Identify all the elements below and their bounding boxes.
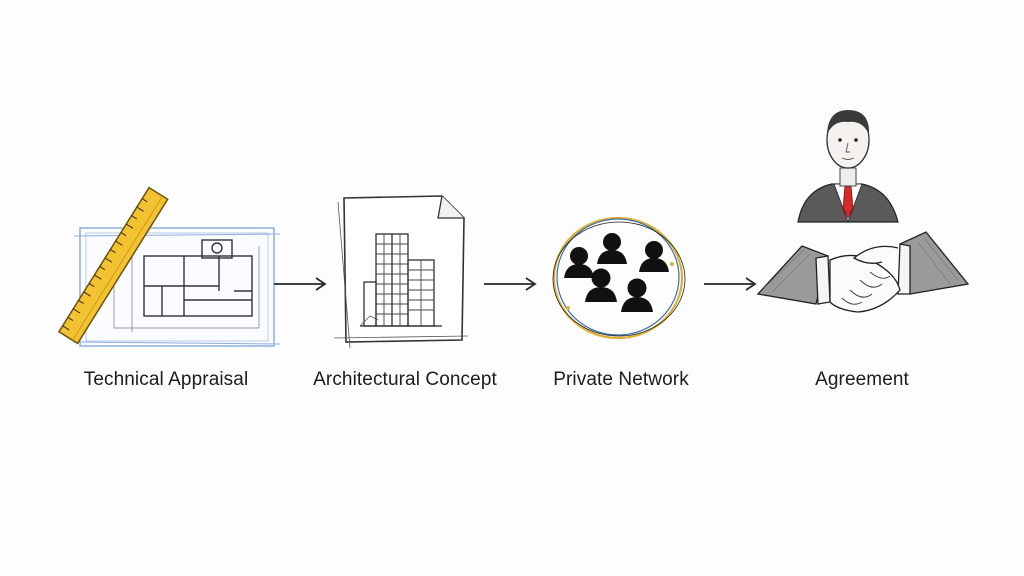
step-label-architectural-concept: Architectural Concept [313, 369, 497, 390]
step-private-network [548, 212, 688, 342]
arrow-right-icon [484, 277, 537, 291]
businessman-icon [797, 110, 899, 224]
step-label-technical-appraisal: Technical Appraisal [83, 369, 249, 390]
step-agreement [756, 98, 970, 338]
arrow-right-icon [704, 277, 757, 291]
step-label-private-network: Private Network [553, 369, 689, 390]
blueprint-ruler-icon [57, 186, 281, 347]
step-technical-appraisal [44, 186, 284, 356]
arrow-right-icon [274, 277, 327, 291]
handshake-icon [756, 110, 970, 313]
step-architectural-concept [330, 188, 470, 349]
people-network-icon [552, 216, 686, 340]
step-label-agreement: Agreement [815, 369, 909, 390]
building-sketch-icon [333, 195, 469, 349]
